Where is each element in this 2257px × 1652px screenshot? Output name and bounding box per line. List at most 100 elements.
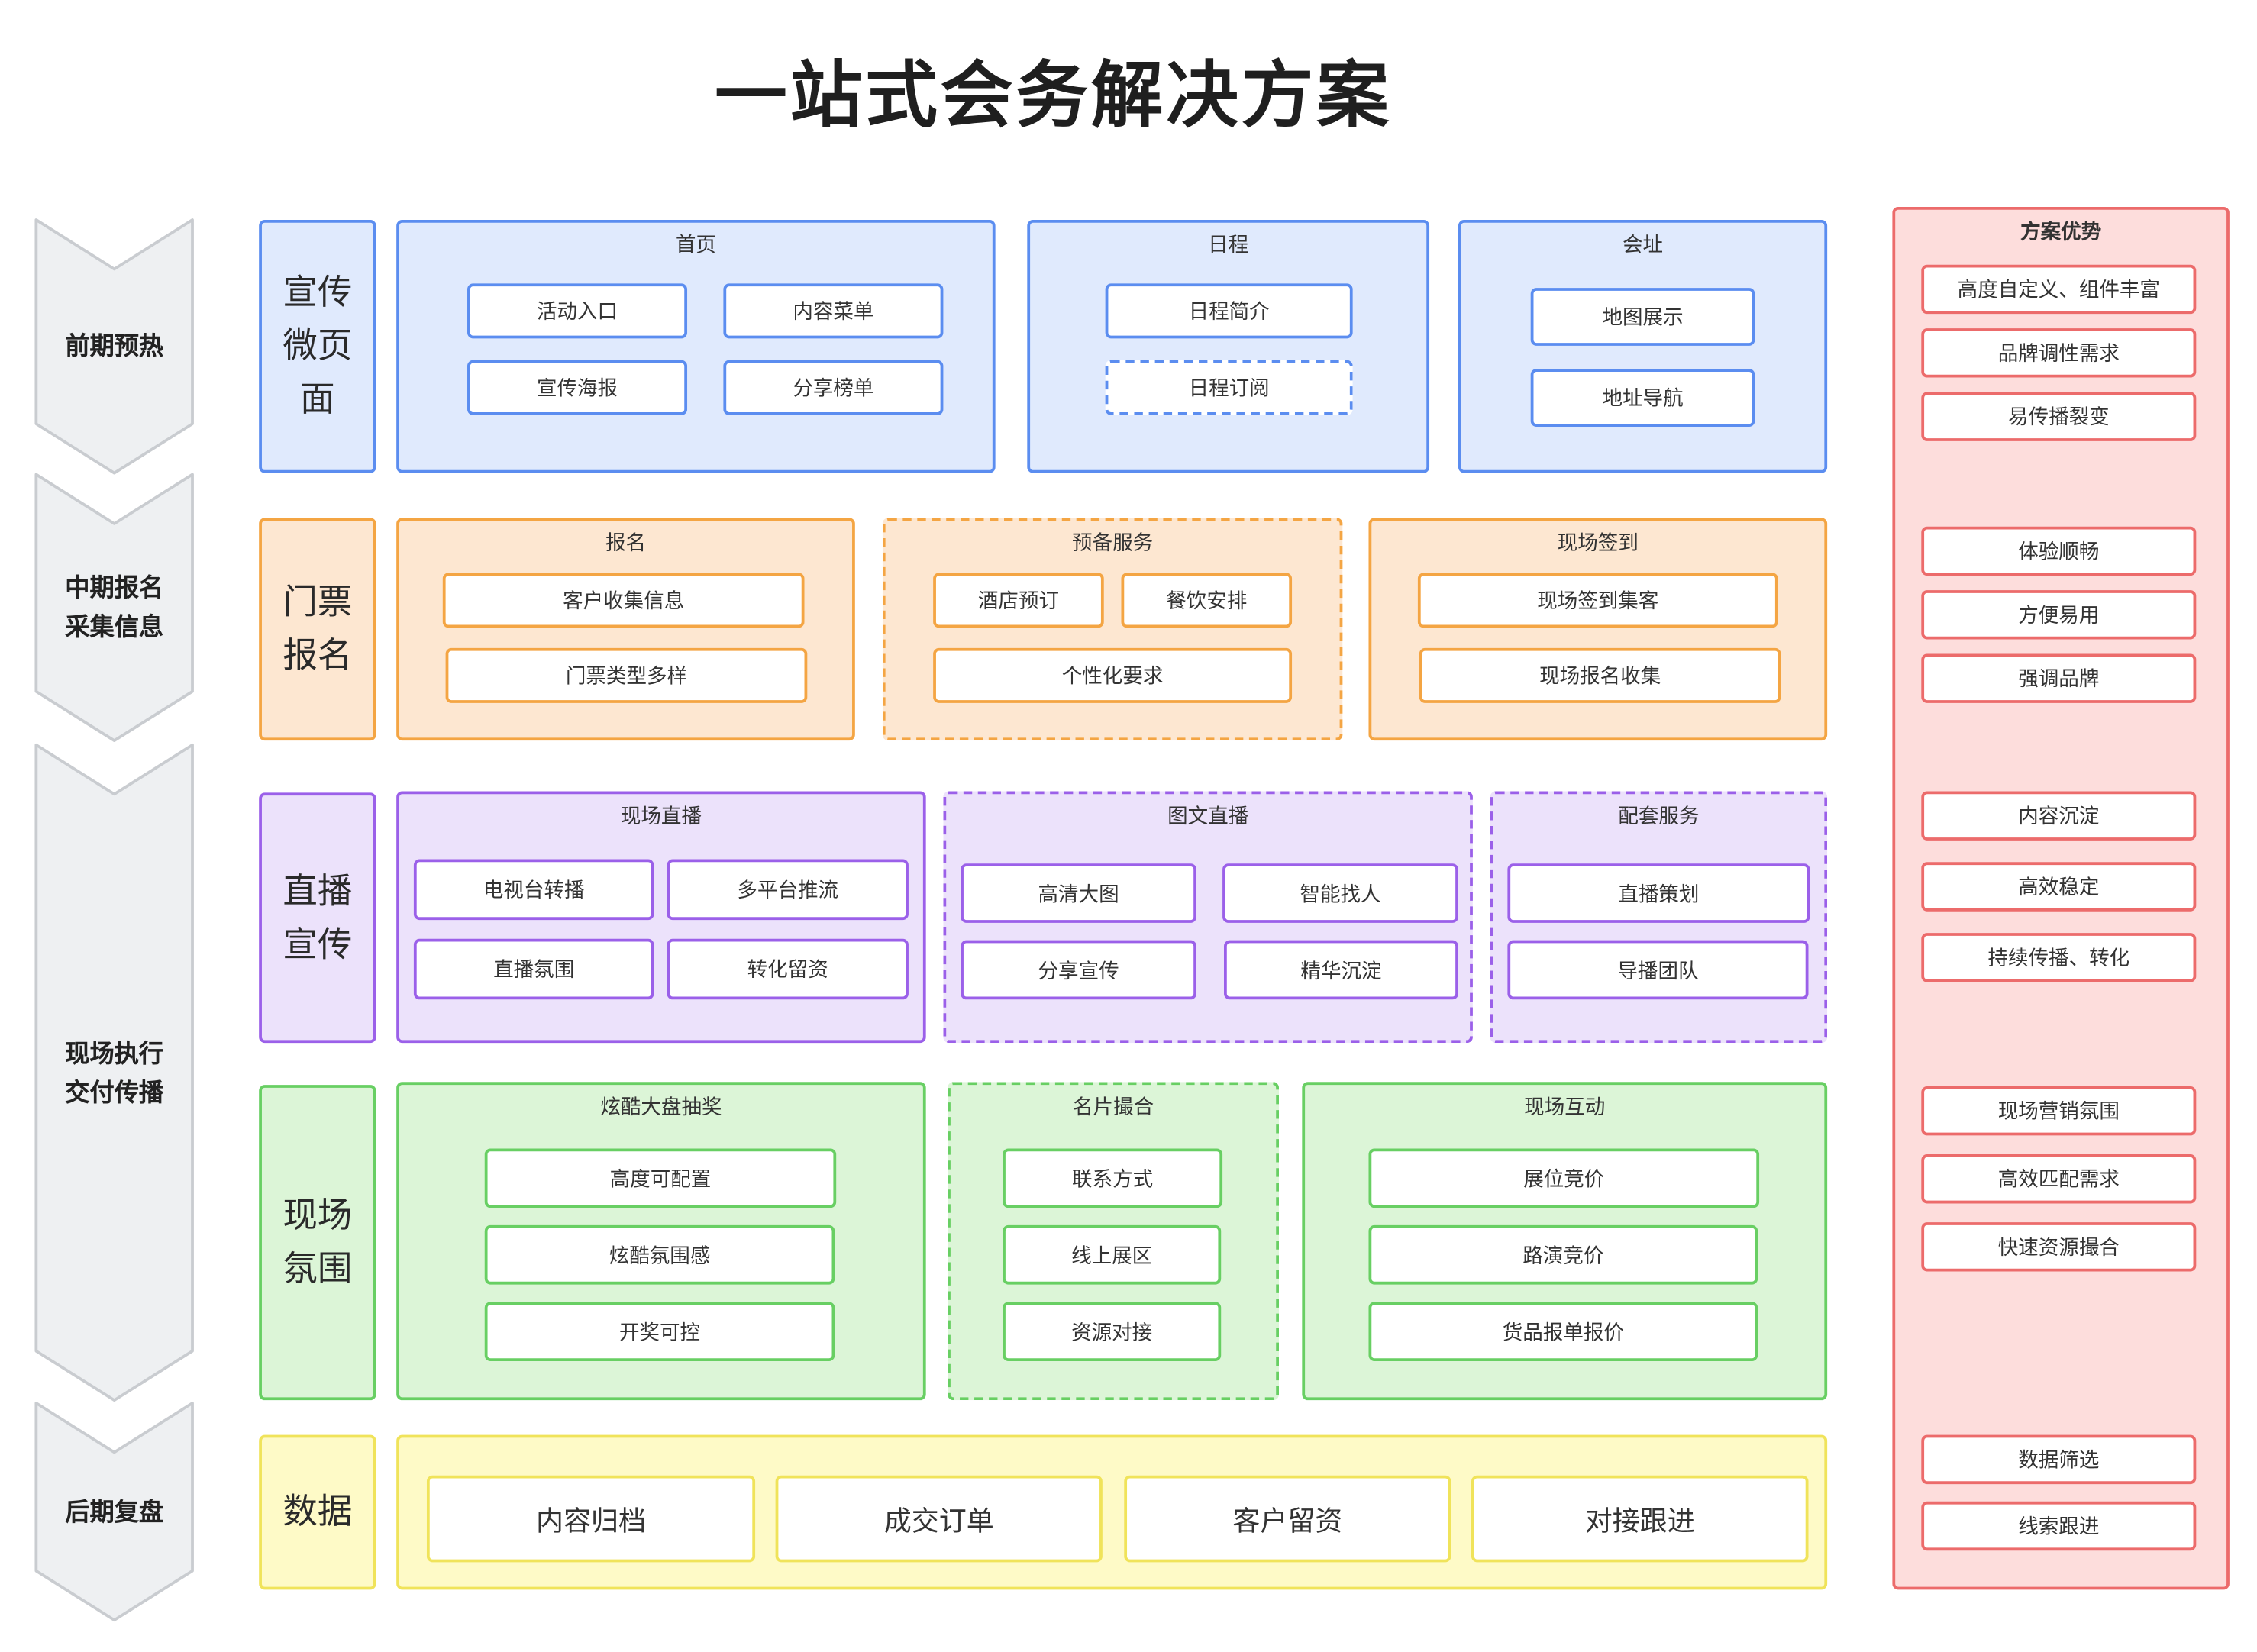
feature-item: 直播氛围 (413, 938, 654, 1000)
stage-3-chevron (34, 743, 194, 1402)
advantage-item: 线索跟进 (1921, 1501, 2197, 1551)
group-lucky-draw: 炫酷大盘抽奖 高度可配置 炫酷氛围感 开奖可控 (396, 1082, 926, 1401)
stage-3-label: 现场执行 交付传播 (36, 794, 192, 1350)
feature-item: 成交订单 (775, 1475, 1103, 1563)
group-title: 现场签到 (1557, 531, 1639, 554)
feature-item: 餐饮安排 (1121, 573, 1293, 628)
group-title: 日程 (1208, 233, 1249, 257)
module-label-line: 宣传 (283, 273, 353, 313)
feature-item: 分享榜单 (723, 360, 944, 415)
feature-item: 转化留资 (667, 938, 909, 1000)
advantage-item: 高效匹配需求 (1921, 1154, 2197, 1204)
stage-2-chevron (34, 473, 194, 743)
feature-item: 对接跟进 (1471, 1475, 1809, 1563)
feature-item: 精华沉淀 (1224, 940, 1458, 1000)
feature-item: 日程简介 (1105, 283, 1353, 339)
feature-item: 酒店预订 (933, 573, 1104, 628)
group-support-services: 配套服务 直播策划 导播团队 (1490, 791, 1828, 1044)
group-card-matching: 名片撮合 联系方式 线上展区 资源对接 (948, 1082, 1280, 1401)
group-title: 名片撮合 (1072, 1095, 1154, 1118)
advantage-item: 品牌调性需求 (1921, 328, 2197, 378)
feature-item: 智能找人 (1222, 863, 1458, 923)
feature-item: 货品报单报价 (1368, 1302, 1758, 1362)
feature-item: 客户收集信息 (442, 573, 805, 628)
feature-item: 现场报名收集 (1419, 647, 1781, 703)
feature-item: 开奖可控 (484, 1302, 835, 1362)
group-title: 图文直播 (1167, 804, 1249, 828)
feature-item: 电视台转播 (413, 859, 654, 921)
advantages-title: 方案优势 (2020, 220, 2102, 244)
stage-label-line: 后期复盘 (65, 1498, 164, 1526)
module-label-line: 报名 (283, 636, 353, 676)
group-venue: 会址 地图展示 地址导航 (1458, 220, 1828, 473)
advantage-item: 高效稳定 (1921, 862, 2197, 912)
module-onsite-atmosphere-label: 现场 氛围 (259, 1085, 376, 1401)
feature-item: 客户留资 (1124, 1475, 1451, 1563)
group-data: 内容归档 成交订单 客户留资 对接跟进 (396, 1434, 1828, 1590)
feature-item: 直播策划 (1507, 863, 1810, 923)
feature-item: 门票类型多样 (445, 647, 808, 703)
module-ticket-registration-label: 门票 报名 (259, 518, 376, 741)
stage-flow (34, 218, 194, 1622)
feature-item: 展位竞价 (1368, 1148, 1760, 1208)
stage-label-line: 前期预热 (65, 332, 164, 360)
feature-item: 内容菜单 (723, 283, 944, 339)
module-label-line: 现场 (283, 1195, 353, 1236)
feature-item: 高度可配置 (484, 1148, 837, 1208)
group-registration: 报名 客户收集信息 门票类型多样 (396, 518, 855, 741)
group-onsite-interaction: 现场互动 展位竞价 路演竞价 货品报单报价 (1302, 1082, 1828, 1401)
feature-item: 资源对接 (1003, 1302, 1222, 1362)
advantage-item: 持续传播、转化 (1921, 933, 2197, 982)
feature-item: 高清大图 (961, 863, 1196, 923)
module-label-line: 微页 (283, 327, 353, 366)
module-label-line: 氛围 (283, 1250, 353, 1289)
advantage-item: 内容沉淀 (1921, 791, 2197, 841)
feature-item: 导播团队 (1507, 940, 1809, 1000)
feature-item: 个性化要求 (933, 647, 1293, 703)
feature-item: 内容归档 (426, 1475, 756, 1563)
group-schedule: 日程 日程简介 日程订阅 (1027, 220, 1430, 473)
module-live-stream-label: 直播 宣传 (259, 792, 376, 1044)
feature-item: 地址导航 (1530, 369, 1755, 427)
group-title: 配套服务 (1618, 804, 1700, 828)
stage-4-chevron (34, 1402, 194, 1622)
module-label-line: 直播 (283, 871, 353, 911)
stage-label-line: 采集信息 (65, 613, 164, 641)
group-title: 会址 (1623, 233, 1664, 257)
group-onsite-checkin: 现场签到 现场签到集客 现场报名收集 (1368, 518, 1828, 741)
feature-item: 联系方式 (1003, 1148, 1223, 1208)
advantage-item: 数据筛选 (1921, 1434, 2197, 1485)
module-label-line: 门票 (283, 582, 353, 622)
feature-item: 地图展示 (1530, 288, 1755, 346)
module-label-line: 数据 (283, 1492, 353, 1532)
feature-item: 炫酷氛围感 (484, 1224, 835, 1285)
stage-label-line: 交付传播 (65, 1078, 164, 1106)
advantage-item: 体验顺畅 (1921, 526, 2197, 576)
advantage-item: 易传播裂变 (1921, 392, 2197, 441)
module-label-line: 宣传 (283, 924, 353, 964)
group-prep-services: 预备服务 酒店预订 餐饮安排 个性化要求 (882, 518, 1343, 741)
stage-4-label: 后期复盘 (36, 1452, 192, 1570)
advantage-item: 强调品牌 (1921, 653, 2197, 703)
module-data-label: 数据 (259, 1434, 376, 1590)
advantages-panel: 方案优势 高度自定义、组件丰富 品牌调性需求 易传播裂变 体验顺畅 方便易用 强… (1892, 206, 2230, 1590)
feature-item: 路演竞价 (1368, 1224, 1758, 1285)
group-title: 预备服务 (1072, 531, 1154, 554)
advantage-item: 快速资源撮合 (1921, 1222, 2197, 1272)
page-title: 一站式会务解决方案 (715, 55, 1392, 137)
advantage-item: 现场营销氛围 (1921, 1086, 2197, 1136)
feature-item: 多平台推流 (667, 859, 909, 921)
group-title: 报名 (605, 531, 647, 554)
feature-item: 现场签到集客 (1417, 573, 1778, 628)
group-onsite-live: 现场直播 电视台转播 多平台推流 直播氛围 转化留资 (396, 791, 926, 1044)
feature-item: 活动入口 (467, 283, 688, 339)
group-title: 现场互动 (1524, 1095, 1606, 1118)
stage-label-line: 中期报名 (65, 574, 164, 602)
stage-label-line: 现场执行 (65, 1039, 164, 1067)
advantage-item: 方便易用 (1921, 590, 2197, 640)
stage-1-label: 前期预热 (36, 269, 192, 424)
module-label-line: 面 (300, 380, 335, 420)
group-title: 现场直播 (620, 804, 702, 828)
feature-item: 宣传海报 (467, 360, 688, 415)
